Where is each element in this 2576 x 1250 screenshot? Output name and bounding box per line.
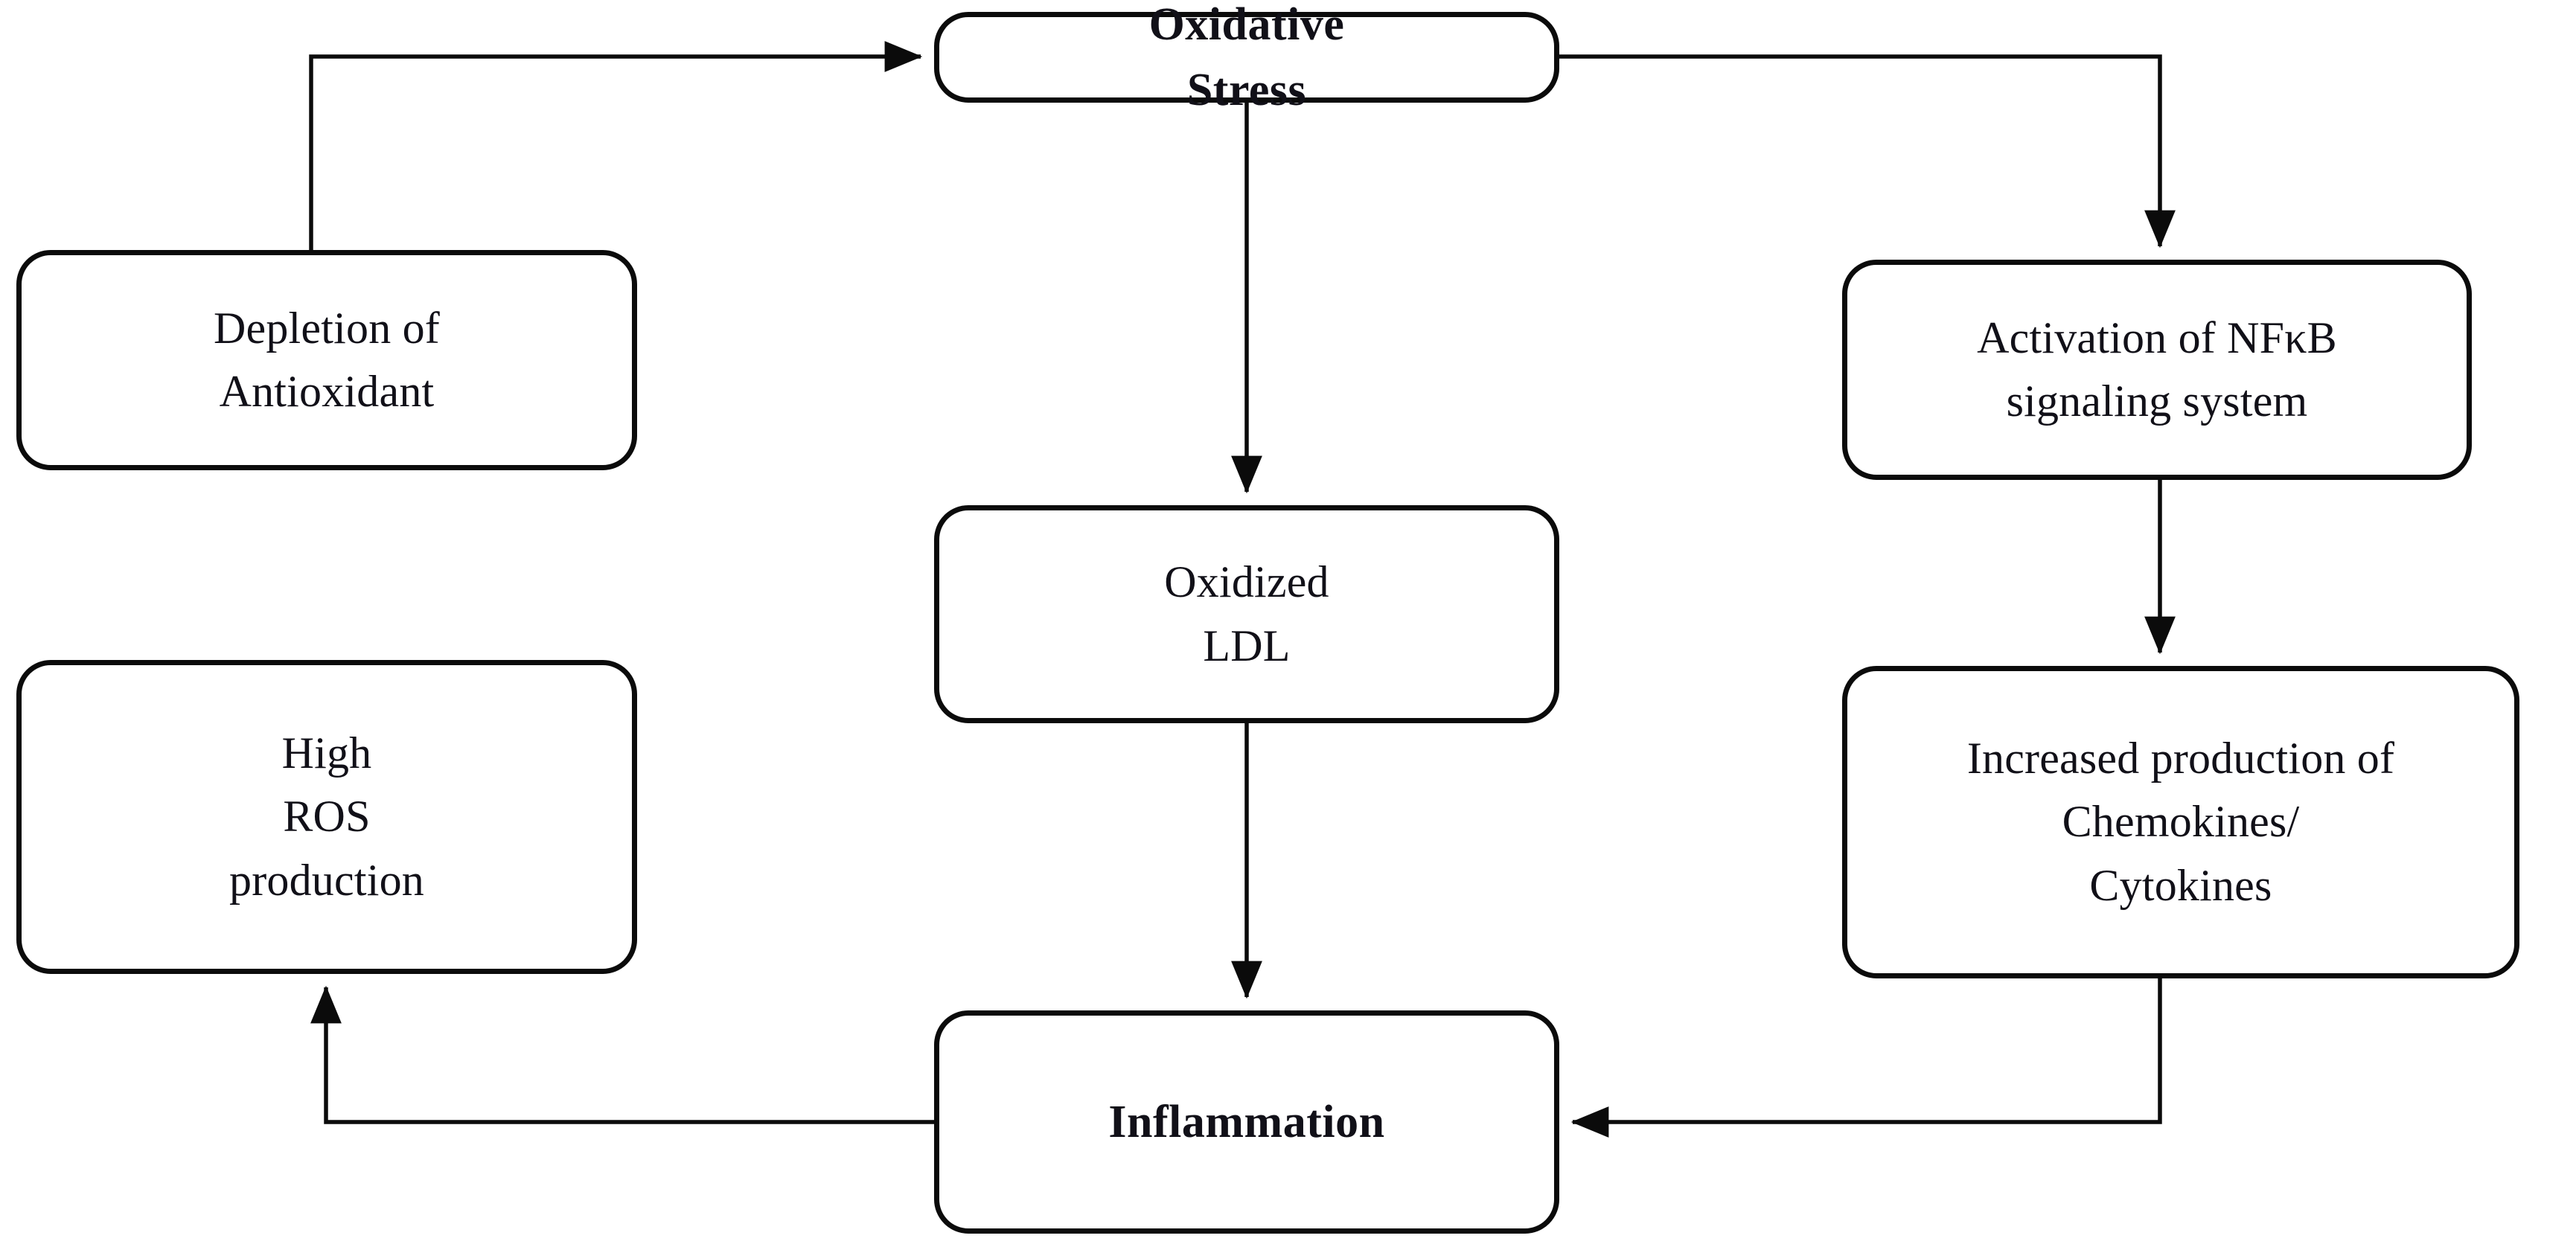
node-label-oxidized-ldl: Oxidized LDL (1164, 557, 1329, 670)
node-activation-of-nfkb[interactable]: Activation of NFκB signaling system (1842, 260, 2472, 480)
node-label-inflammation: Inflammation (1108, 1096, 1385, 1147)
node-high-ros-production[interactable]: High ROS production (16, 660, 637, 974)
node-label-depletion-of-antioxidant: Depletion of Antioxidant (214, 303, 440, 416)
edge-depletion-to-oxidative-stress (309, 41, 923, 250)
node-label-increased-production-chemokines-cytokines: Increased production of Chemokines/ Cyto… (1966, 734, 2395, 910)
edge-inflammation-to-high-ros (310, 985, 934, 1124)
node-label-activation-of-nfkb: Activation of NFκB signaling system (1977, 312, 2337, 426)
node-label-oxidative-stress: Oxidative Stress (1148, 0, 1345, 115)
node-oxidized-ldl[interactable]: Oxidized LDL (934, 505, 1559, 723)
node-label-high-ros-production: High ROS production (229, 728, 424, 905)
node-inflammation[interactable]: Inflammation (934, 1010, 1559, 1234)
node-oxidative-stress[interactable]: Oxidative Stress (934, 0, 1559, 115)
edge-chemokines-to-inflammation (1570, 978, 2162, 1138)
node-increased-production-chemokines-cytokines[interactable]: Increased production of Chemokines/ Cyto… (1842, 666, 2519, 978)
edge-oxidative-stress-to-nfkb (1559, 54, 2176, 249)
node-depletion-of-antioxidant[interactable]: Depletion of Antioxidant (16, 250, 637, 470)
